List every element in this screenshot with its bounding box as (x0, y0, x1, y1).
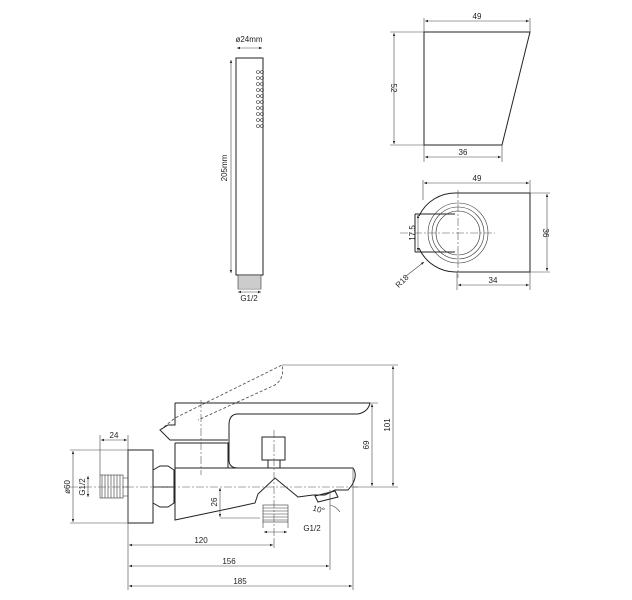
cartridge-housing (174, 442, 229, 468)
lever-height-label: 69 (362, 440, 371, 449)
outlet-thread (262, 504, 289, 523)
spray-nozzles (256, 70, 264, 128)
holder-top-outline (418, 192, 531, 273)
flange-depth-label: 24 (110, 431, 119, 440)
flange-diameter-label: ø60 (63, 480, 72, 494)
holder-bottom-width-label: 36 (459, 148, 468, 157)
slot-label: 17.5 (408, 225, 417, 241)
radius-label: R18 (394, 272, 411, 289)
lever (175, 402, 371, 469)
total-length-label: 185 (233, 577, 247, 586)
holder-height-label: 52 (389, 84, 398, 93)
top-width-label: 49 (473, 174, 482, 183)
inlet-thread (99, 474, 128, 499)
wall-flange (127, 449, 154, 524)
diverter-knob (261, 436, 286, 461)
hex-nut (152, 465, 175, 508)
inlet-thread-label: G1/2 (78, 478, 87, 496)
holder-top-view: 49 36 17.5 R18 34 (394, 174, 550, 290)
holder-top-width-label: 49 (473, 12, 482, 21)
outlet-thread-label: G1/2 (303, 524, 321, 533)
thread-label: G1/2 (240, 294, 258, 303)
length-label: 205mm (220, 154, 229, 181)
outlet-distance-label: 120 (194, 536, 208, 545)
spout-angle-label: 10° (312, 504, 326, 516)
outlet-height-label: 26 (210, 497, 219, 506)
spout-aerator (314, 490, 339, 503)
lever-front (159, 403, 228, 441)
mixer-side-view: 24 ø60 G1/2 26 G1/2 10° 120 156 185 69 1… (63, 364, 398, 590)
holder-side-outline (423, 31, 531, 146)
lever-open-height-label: 101 (383, 418, 392, 432)
hand-shower-body (235, 57, 264, 276)
spout-distance-label: 156 (222, 557, 236, 566)
flat-width-label: 34 (489, 276, 498, 285)
hand-shower-view: ø24mm 205mm G1/2 (220, 35, 264, 303)
hand-shower-thread (237, 274, 262, 290)
lever-open-position (159, 364, 284, 431)
holder-side-view: 49 52 36 (389, 12, 531, 162)
diameter-label: ø24mm (235, 35, 262, 44)
mixer-body (174, 467, 356, 521)
top-depth-label: 36 (541, 229, 550, 238)
